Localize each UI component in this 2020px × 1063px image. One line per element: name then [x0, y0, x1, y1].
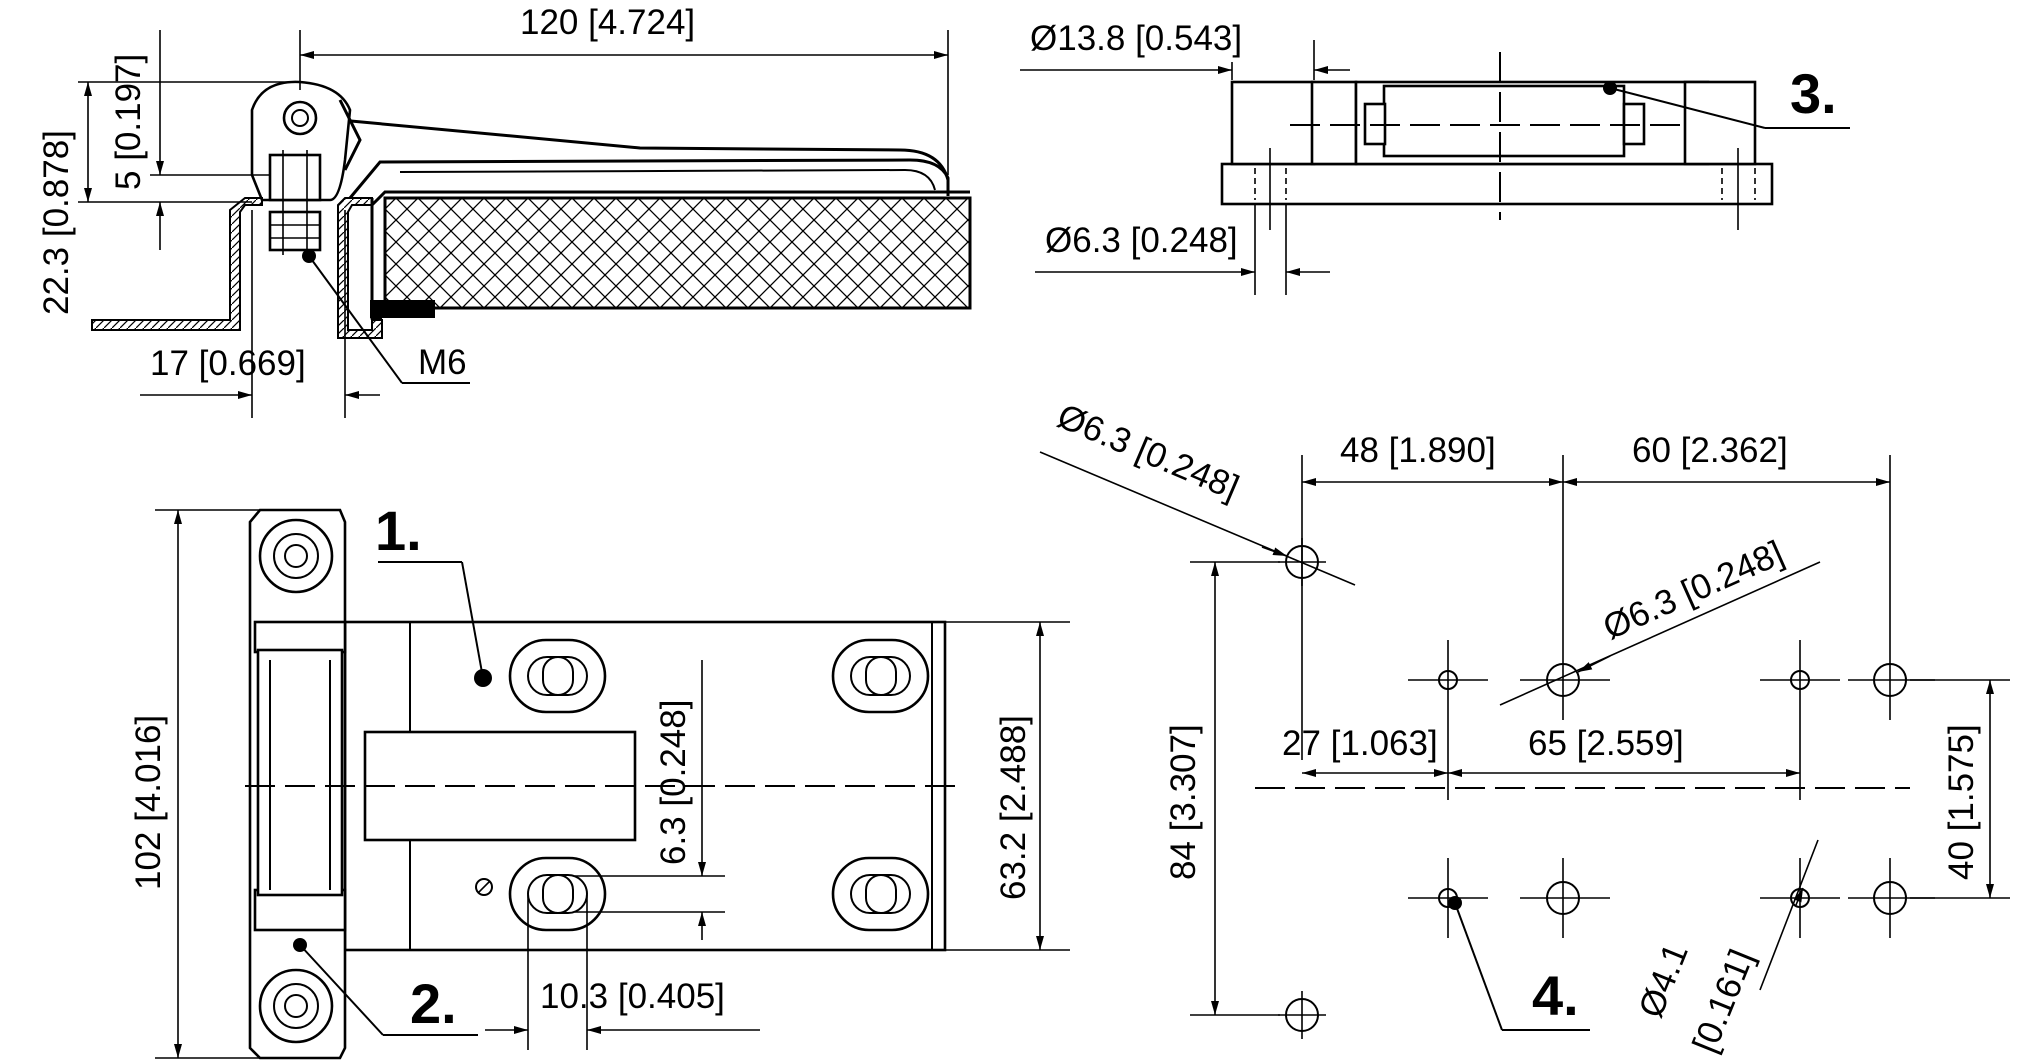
base-plate — [1220, 162, 1774, 206]
hole — [1520, 640, 1610, 720]
slot — [508, 856, 607, 932]
dim-spacing-60: 60 [2.362] — [1632, 431, 1788, 470]
front-view: 1. 2. 102 [4.016] 63.2 [2.488] 6.3 [0.24… — [129, 499, 1070, 1060]
small-hole — [1408, 858, 1488, 938]
hinge-knuckle — [256, 648, 344, 897]
hole — [1848, 640, 1935, 720]
callout-2: 2. — [410, 972, 457, 1035]
dim-pivot-height: 22.3 [0.878] — [37, 130, 76, 315]
callout-1: 1. — [375, 499, 422, 562]
gasket — [370, 300, 435, 318]
small-hole — [1760, 858, 1840, 938]
nut — [268, 210, 322, 252]
frame-bracket — [91, 197, 263, 331]
small-hole — [1760, 640, 1840, 720]
dim-spacing-40: 40 [1.575] — [1942, 724, 1981, 880]
dim-overall-height: 102 [4.016] — [129, 715, 168, 890]
dim-top-hole: Ø6.3 [0.248] — [1052, 396, 1245, 507]
dim-slot-length: 10.3 [0.405] — [540, 977, 725, 1016]
callout-3: 3. — [1790, 62, 1837, 125]
door-panel — [383, 196, 972, 310]
mount-block — [268, 153, 322, 202]
dim-side-hole: Ø6.3 [0.248] — [1045, 221, 1238, 260]
dim-spacing-27: 27 [1.063] — [1282, 724, 1438, 763]
mount-hole — [258, 968, 334, 1044]
barrel-pin — [1382, 84, 1626, 158]
hole-pattern: 48 [1.890] 60 [2.362] 27 [1.063] 65 [2.5… — [1039, 396, 2010, 1058]
dim-spacing-65: 65 [2.559] — [1528, 724, 1684, 763]
dim-overall-length: 120 [4.724] — [520, 3, 695, 42]
dim-small-hole: Ø4.1 — [1631, 938, 1696, 1023]
dim-pin-diameter: Ø13.8 [0.543] — [1030, 19, 1242, 58]
slot — [831, 856, 930, 932]
dim-spacing-48: 48 [1.890] — [1340, 431, 1496, 470]
pivot-pin — [282, 100, 318, 136]
dim-small-hole-in: [0.161] — [1685, 944, 1761, 1058]
hole — [1520, 858, 1610, 938]
small-hole — [1408, 640, 1488, 720]
callout-4: 4. — [1532, 964, 1579, 1027]
slot — [508, 638, 607, 714]
top-view: Ø13.8 [0.543] Ø6.3 [0.248] 3. — [1020, 19, 1850, 295]
side-view: M6 120 [4.724] 22.3 [0.878] 5 [0.197] 17… — [37, 3, 972, 418]
thread-label: M6 — [418, 343, 467, 382]
dim-leaf-height: 63.2 [2.488] — [994, 715, 1033, 900]
dim-mid-hole: Ø6.3 [0.248] — [1597, 533, 1789, 647]
dim-flange-offset: 5 [0.197] — [109, 54, 148, 190]
dim-slot-offset: 6.3 [0.248] — [654, 700, 693, 865]
dim-mount-width: 17 [0.669] — [150, 344, 306, 383]
mount-hole — [258, 518, 334, 594]
hole — [1278, 991, 1326, 1039]
slot — [831, 638, 930, 714]
dim-spacing-84: 84 [3.307] — [1164, 724, 1203, 880]
